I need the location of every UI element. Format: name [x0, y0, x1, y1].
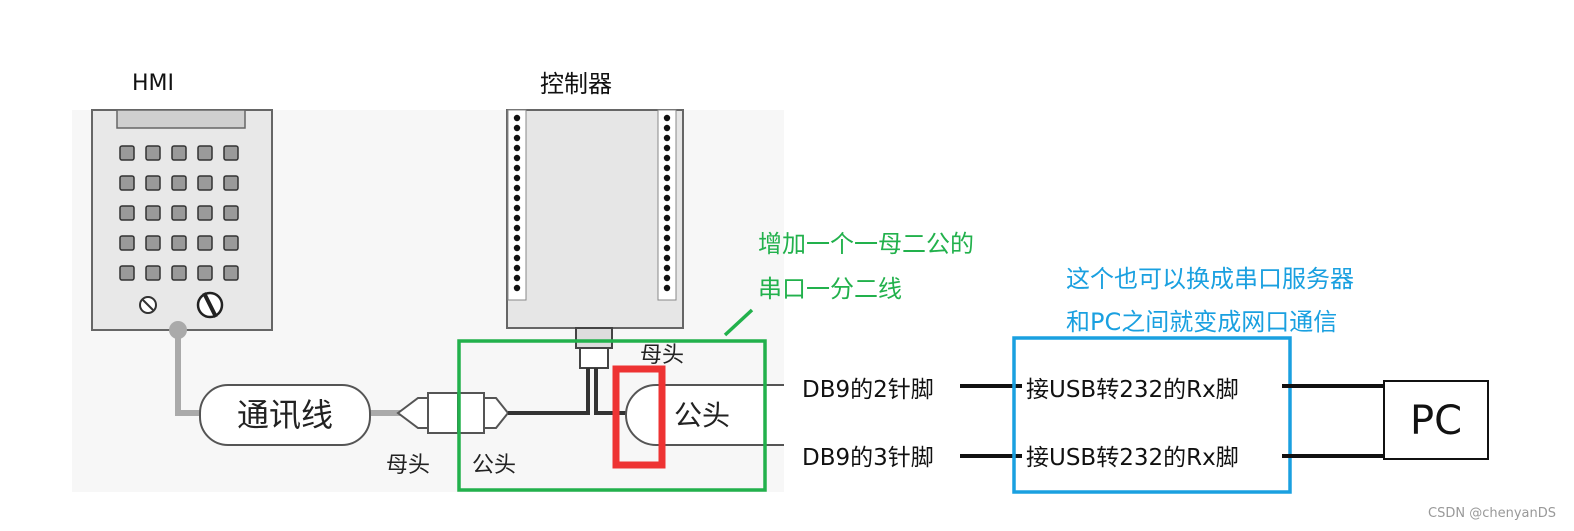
row1-box-label: 接USB转232的Rx脚 [1026, 377, 1239, 403]
hmi-key [119, 205, 135, 221]
hmi-key [119, 265, 135, 281]
hmi-key [171, 175, 187, 191]
controller-pin [663, 164, 671, 172]
controller-pin [663, 174, 671, 182]
male-label-left: 公头 [472, 453, 516, 478]
controller-pin [513, 244, 521, 252]
controller-pin [513, 254, 521, 262]
hmi-key [197, 235, 213, 251]
hmi-key [119, 145, 135, 161]
controller-label: 控制器 [540, 70, 612, 98]
watermark: CSDN @chenyanDS [1428, 506, 1556, 521]
hmi-key [223, 205, 239, 221]
controller-pin [513, 134, 521, 142]
female-label-left: 母头 [386, 453, 430, 478]
controller-pin [513, 174, 521, 182]
hmi-key [171, 145, 187, 161]
green-pointer-line [723, 308, 754, 337]
hmi-key [223, 235, 239, 251]
photo-crop-edge [784, 380, 844, 450]
red-highlight-box [612, 365, 666, 469]
female-label-top: 母头 [640, 343, 684, 368]
cable-pill [199, 384, 371, 446]
controller-pin [663, 234, 671, 242]
controller-pin [663, 254, 671, 262]
controller-pin [513, 234, 521, 242]
controller-pin [663, 124, 671, 132]
controller-pin [663, 134, 671, 142]
controller-pin [663, 114, 671, 122]
hmi-key [145, 265, 161, 281]
controller-pin [663, 204, 671, 212]
controller-pin [513, 284, 521, 292]
hmi-label: HMI [132, 71, 174, 96]
controller-pin [513, 224, 521, 232]
controller-pin [663, 154, 671, 162]
pin2-label: DB9的2针脚 [802, 377, 934, 403]
controller-pin [513, 194, 521, 202]
hmi-key [119, 175, 135, 191]
controller-pin [663, 274, 671, 282]
hmi-device [91, 109, 273, 331]
hmi-key [197, 145, 213, 161]
controller-device [506, 109, 684, 369]
controller-pin [663, 184, 671, 192]
controller-pin [513, 204, 521, 212]
controller-pin [513, 114, 521, 122]
controller-pin [513, 264, 521, 272]
controller-pin [513, 274, 521, 282]
hmi-key [145, 235, 161, 251]
controller-pin [663, 224, 671, 232]
green-annotation-line1: 增加一个一母二公的 [758, 230, 974, 258]
pc-box [1383, 380, 1489, 460]
controller-pin [663, 144, 671, 152]
controller-pin [513, 184, 521, 192]
row2-box-label: 接USB转232的Rx脚 [1026, 445, 1239, 471]
controller-pin [513, 164, 521, 172]
hmi-cable [169, 321, 405, 416]
controller-pin [513, 144, 521, 152]
hmi-key [145, 145, 161, 161]
controller-pin [513, 154, 521, 162]
controller-pin [513, 124, 521, 132]
hmi-key [145, 205, 161, 221]
hmi-key [223, 265, 239, 281]
hmi-key [197, 175, 213, 191]
hmi-key [171, 205, 187, 221]
pin3-label: DB9的3针脚 [802, 445, 934, 471]
controller-pins [513, 114, 671, 292]
blue-annotation-line1: 这个也可以换成串口服务器 [1066, 265, 1354, 293]
green-annotation-line2: 串口一分二线 [758, 275, 902, 303]
hmi-key [145, 175, 161, 191]
male-label-right: 公头 [674, 399, 730, 432]
splitter-highlight-box [457, 339, 767, 492]
hmi-key [197, 265, 213, 281]
usb-adapter-box [1012, 336, 1292, 494]
hmi-key [171, 265, 187, 281]
controller-pin [513, 214, 521, 222]
controller-pin [663, 244, 671, 252]
hmi-key [223, 145, 239, 161]
controller-pin [663, 194, 671, 202]
hmi-key [197, 205, 213, 221]
hmi-key [119, 235, 135, 251]
blue-annotation-line2: 和PC之间就变成网口通信 [1066, 308, 1337, 336]
controller-pin [663, 284, 671, 292]
hmi-keypad [119, 145, 239, 281]
db9-connector-pair [396, 392, 510, 434]
pc-label: PC [1410, 398, 1462, 444]
controller-pin [663, 214, 671, 222]
controller-pin [663, 264, 671, 272]
hmi-key [171, 235, 187, 251]
hmi-key [223, 175, 239, 191]
cable-label: 通讯线 [237, 396, 333, 434]
